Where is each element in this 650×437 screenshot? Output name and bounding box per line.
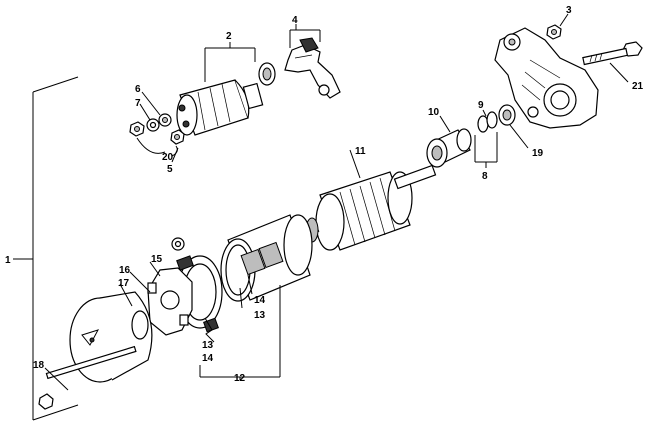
label-3: 3: [566, 5, 572, 16]
label-13-lower: 13: [202, 340, 214, 351]
label-1: 1: [5, 255, 11, 266]
label-20: 20: [162, 152, 174, 163]
solenoid-part: [176, 62, 276, 136]
label-5: 5: [167, 164, 173, 175]
label-9: 9: [478, 100, 484, 111]
label-8: 8: [482, 171, 488, 182]
label-6: 6: [135, 84, 141, 95]
brush-plate-part: [147, 267, 193, 336]
bracket-1: [13, 76, 79, 421]
shift-lever-part: [284, 37, 341, 99]
yoke-part: [220, 214, 313, 302]
label-13-upper: 13: [254, 310, 266, 321]
armature-part: [290, 164, 437, 251]
nut-3: [546, 24, 562, 40]
label-19: 19: [532, 148, 544, 159]
label-17: 17: [118, 278, 130, 289]
stop-collar-19: [498, 104, 516, 126]
label-7: 7: [135, 98, 141, 109]
bolt-21: [582, 41, 643, 66]
label-15: 15: [151, 254, 163, 265]
snap-ring-9: [477, 111, 498, 133]
label-12: 12: [234, 373, 246, 384]
label-4: 4: [292, 15, 298, 26]
label-21: 21: [632, 81, 644, 92]
label-10: 10: [428, 107, 440, 118]
label-11: 11: [355, 146, 366, 157]
label-14-upper: 14: [254, 295, 266, 306]
label-2: 2: [226, 31, 232, 42]
nuts-washers: [129, 113, 185, 145]
drive-housing-part: [494, 27, 599, 129]
through-bolt-part: [38, 345, 137, 410]
pinion-clutch-part: [426, 128, 472, 168]
label-18: 18: [33, 360, 45, 371]
end-cover-part: [69, 291, 153, 383]
label-14-lower: 14: [202, 353, 214, 364]
label-16: 16: [119, 265, 131, 276]
